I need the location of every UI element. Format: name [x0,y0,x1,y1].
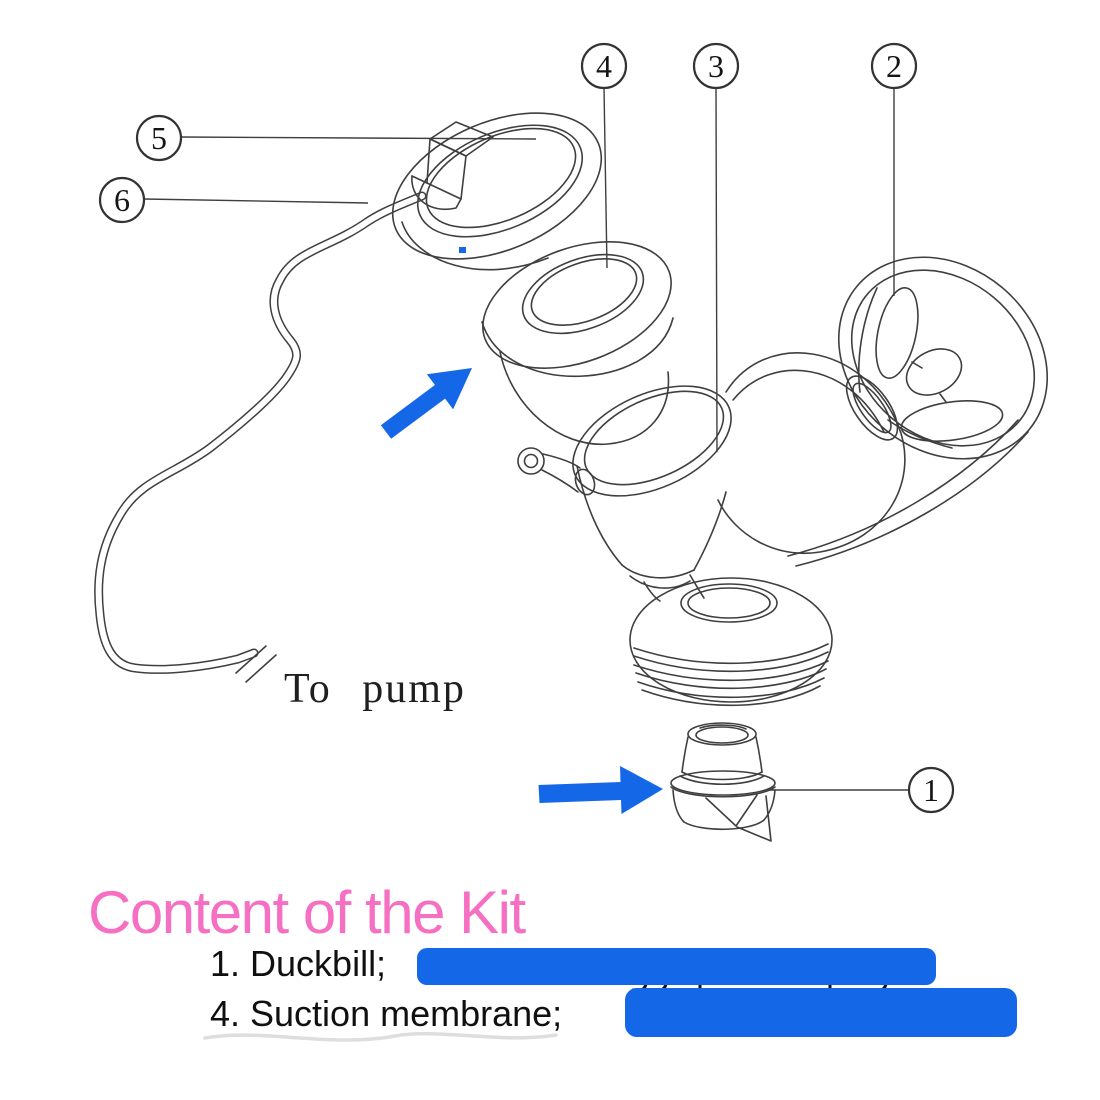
redaction-box-2 [625,988,1017,1037]
leader-line-6 [143,198,369,204]
redaction-overlay [203,948,1017,1042]
breast-funnel-part [787,256,1049,567]
callout-4: 4 [580,42,628,90]
bottle-ring-part [629,577,833,707]
leader-line-3 [715,87,718,453]
tube-inner [95,193,425,673]
to-pump-label: To pump [284,666,466,712]
redaction-box-1 [417,948,936,985]
tube-end-cut [235,645,277,683]
valve-stem [517,447,545,475]
kit-heading: Content of the Kit [88,879,526,946]
callout-circle [135,114,183,162]
callout-5: 5 [135,114,183,162]
callout-6: 6 [98,176,146,224]
funnel-petal [905,348,963,396]
callout-3: 3 [692,42,740,90]
callout-number: 4 [596,48,612,84]
callout-circle [907,766,955,814]
leader-line-4 [603,87,608,269]
funnel-petal [900,400,1004,442]
callout-number: 1 [923,772,939,808]
callout-2: 2 [870,42,918,90]
arrow-right-icon [538,766,663,814]
callout-number: 2 [886,48,902,84]
callout-circle [98,176,146,224]
callout-number: 3 [708,48,724,84]
callout-circle [870,42,918,90]
callout-number: 6 [114,182,130,218]
kit-item-suction-membrane: 4. Suction membrane; [210,993,563,1034]
pump-body-part [517,352,906,602]
leader-lines [143,87,909,791]
faint-ghost-text [203,1031,558,1042]
blue-mark [459,247,466,253]
leader-line-5 [180,136,537,140]
pump-lid-part [391,112,603,271]
funnel-petal [875,287,919,379]
tube-outline [94,191,427,674]
callout-1: 1 [907,766,955,814]
tube-part [94,191,427,683]
duckbill-part [670,722,776,842]
suction-membrane-part [481,241,674,445]
duckbill-slit [705,794,758,827]
callout-circle [692,42,740,90]
callout-circle [580,42,628,90]
callout-number: 5 [151,120,167,156]
arrow-up-right-icon [380,368,472,439]
exploded-parts-diagram: 1 2 3 4 5 6 To pump [94,42,1049,842]
kit-item-duckbill: 1. Duckbill; [210,943,387,984]
